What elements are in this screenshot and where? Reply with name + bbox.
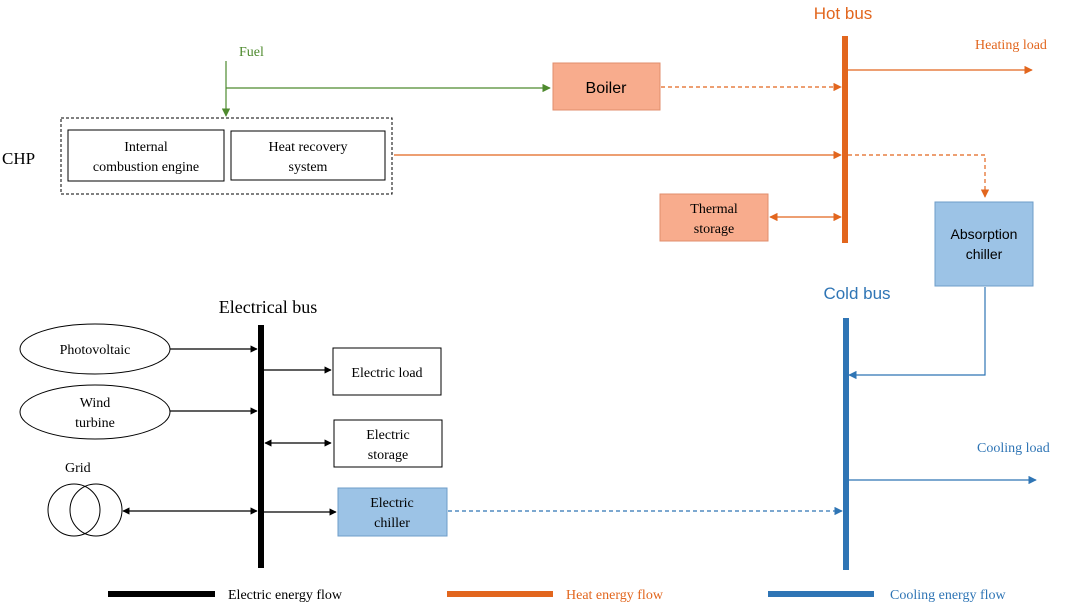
legend-electric-label: Electric energy flow bbox=[228, 588, 343, 603]
grid-label: Grid bbox=[65, 461, 91, 476]
grid-transformer-circle-left bbox=[47, 483, 101, 537]
chp-group bbox=[60, 117, 393, 195]
grid-transformer-circle-right bbox=[69, 483, 123, 537]
absorption-to-coldbus-arrow bbox=[848, 287, 986, 380]
wind-turbine-line2: turbine bbox=[75, 416, 115, 431]
boiler-label: Boiler bbox=[586, 80, 628, 97]
heating-load-label: Heating load bbox=[975, 38, 1047, 53]
hot-bus-label: Hot bus bbox=[814, 4, 873, 23]
boiler-box bbox=[552, 62, 661, 111]
wind-turbine-line1: Wind bbox=[80, 396, 111, 411]
combustion-engine-line2: combustion engine bbox=[93, 160, 199, 175]
legend-heat-label: Heat energy flow bbox=[566, 588, 664, 603]
cold-bus-label: Cold bus bbox=[823, 284, 890, 303]
electric-storage-box bbox=[333, 419, 443, 468]
electric-storage-line1: Electric bbox=[366, 428, 410, 443]
electric-load-box bbox=[332, 347, 442, 396]
thermal-storage-line1: Thermal bbox=[690, 202, 738, 217]
electric-storage-line2: storage bbox=[368, 448, 408, 463]
combustion-engine-line1: Internal bbox=[124, 140, 168, 155]
hotbus-to-absorption-arrow bbox=[848, 154, 990, 198]
legend: Electric energy flow Heat energy flow Co… bbox=[108, 588, 1007, 603]
absorption-chiller-line1: Absorption bbox=[951, 226, 1018, 242]
electrical-bus-label: Electrical bus bbox=[219, 297, 317, 317]
electric-chiller-box bbox=[337, 487, 448, 537]
heat-recovery-box bbox=[230, 130, 386, 181]
legend-cooling-label: Cooling energy flow bbox=[890, 588, 1007, 603]
chp-label: CHP bbox=[2, 149, 35, 168]
thermal-storage-box bbox=[659, 193, 769, 242]
absorption-chiller-box bbox=[934, 201, 1034, 287]
cooling-load-label: Cooling load bbox=[977, 441, 1050, 456]
electric-chiller-line1: Electric bbox=[370, 496, 414, 511]
electric-chiller-line2: chiller bbox=[374, 516, 410, 531]
electric-load-label: Electric load bbox=[351, 366, 422, 381]
thermal-storage-line2: storage bbox=[694, 222, 734, 237]
heat-recovery-line1: Heat recovery bbox=[269, 140, 348, 155]
fuel-label: Fuel bbox=[239, 45, 264, 60]
absorption-chiller-line2: chiller bbox=[966, 246, 1003, 262]
wind-turbine-ellipse bbox=[19, 384, 171, 440]
combustion-engine-box bbox=[67, 129, 225, 182]
heat-recovery-line2: system bbox=[289, 160, 328, 175]
photovoltaic-label: Photovoltaic bbox=[60, 343, 131, 358]
